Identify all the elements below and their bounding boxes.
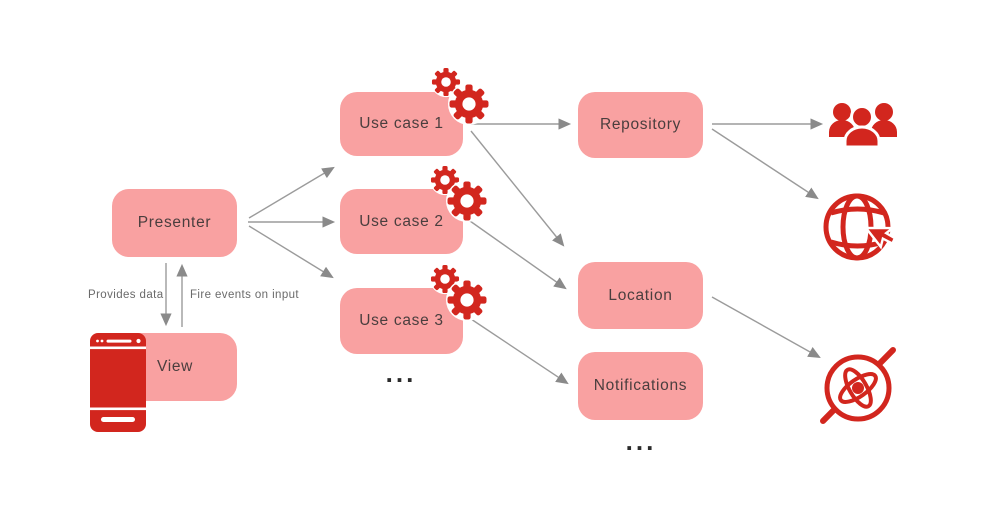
node-presenter-label: Presenter (137, 214, 212, 231)
users-icon (829, 103, 897, 149)
node-view: View (113, 333, 237, 401)
node-notifications: Notifications (578, 352, 703, 420)
edge-label-provides-data: Provides data (88, 289, 164, 301)
node-view-label: View (156, 358, 194, 375)
node-location: Location (578, 262, 703, 329)
node-use-case-3-label: Use case 3 (359, 312, 444, 329)
arrow-usecase2-location (469, 220, 567, 290)
arrow-location-atom (711, 296, 821, 359)
node-use-case-2: Use case 2 (340, 189, 463, 254)
node-repository-label: Repository (599, 116, 682, 133)
arrow-presenter-usecase1 (248, 166, 335, 219)
atom-crossed-icon (820, 347, 896, 424)
ellipsis-more-use-cases: ... (385, 358, 417, 388)
arrow-presenter-usecase3 (248, 225, 334, 279)
node-use-case-3: Use case 3 (340, 288, 463, 354)
node-use-case-1: Use case 1 (340, 92, 463, 156)
node-presenter: Presenter (112, 189, 237, 257)
arrow-usecase1-location (470, 130, 565, 247)
node-use-case-2-label: Use case 2 (359, 212, 444, 230)
node-location-label: Location (608, 286, 673, 304)
node-notifications-label: Notifications (593, 377, 688, 394)
arrow-repository-globe (711, 128, 819, 200)
node-repository: Repository (578, 92, 703, 158)
globe-cursor-icon (823, 193, 897, 261)
ellipsis-more-services: ... (625, 426, 657, 456)
arrow-usecase3-notifications (470, 318, 569, 385)
node-use-case-1-label: Use case 1 (359, 115, 444, 132)
edge-label-fire-events: Fire events on input (190, 289, 300, 301)
